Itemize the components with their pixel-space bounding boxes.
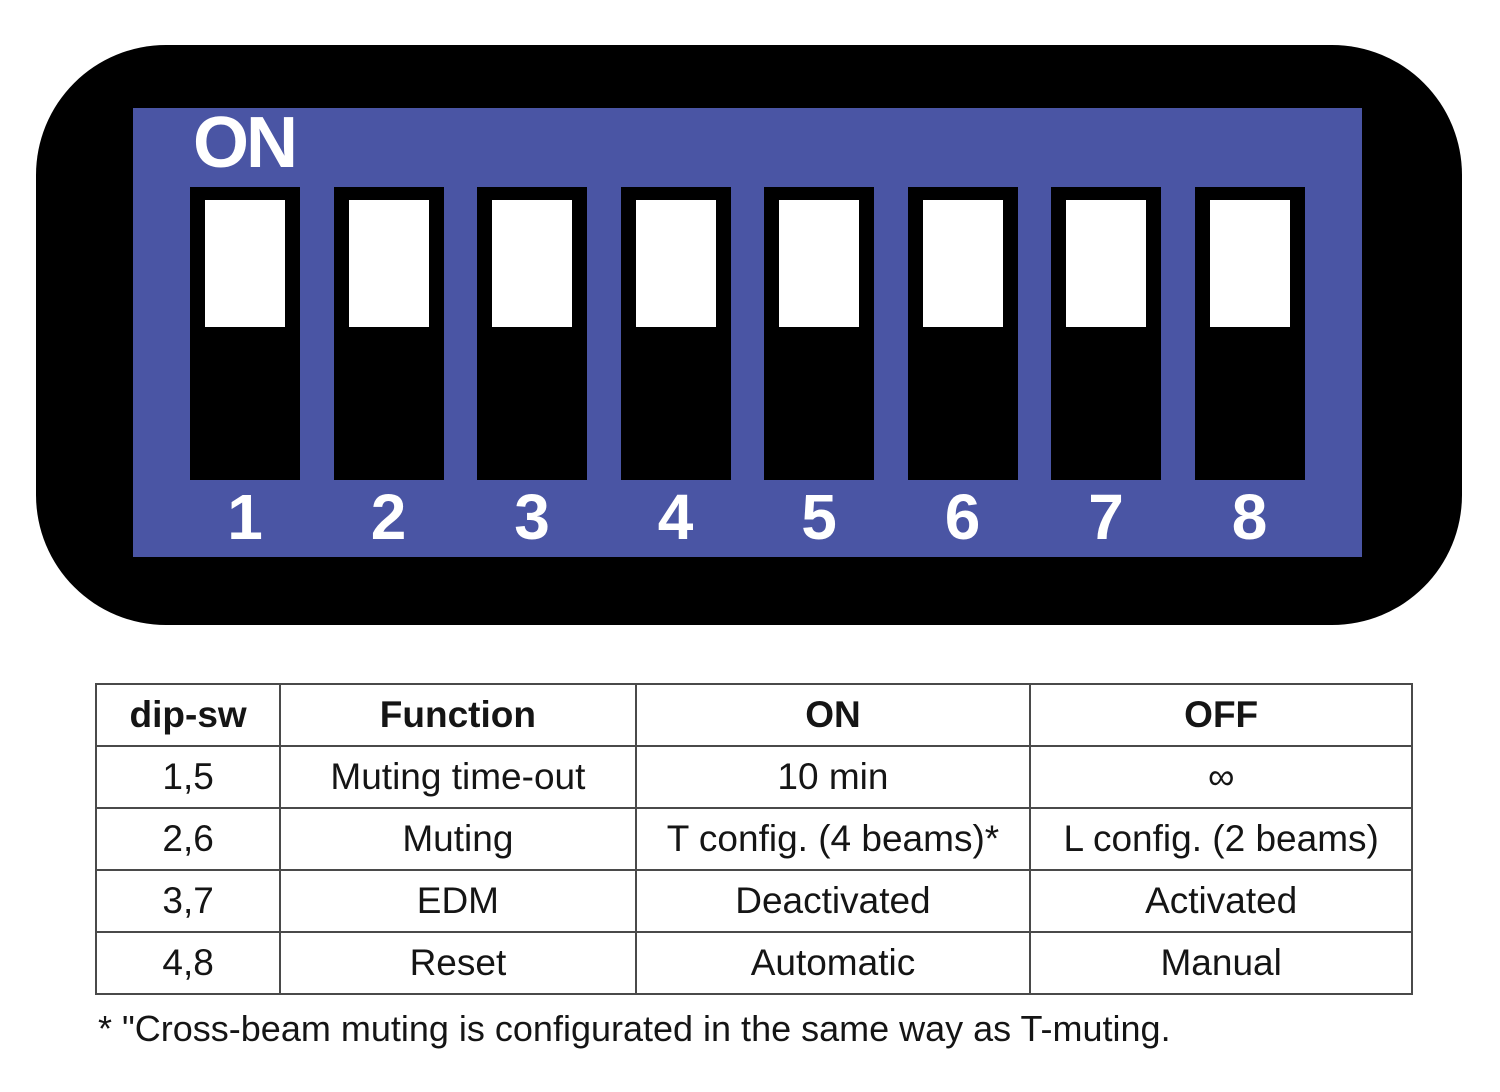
switch-toggle-up [1066,200,1146,327]
switch-slot [333,187,444,480]
switch-number-label: 8 [1231,481,1268,553]
dip-switch-8: 8 [1194,187,1305,553]
table-cell: Manual [1029,931,1413,995]
switch-toggle-up [348,200,429,327]
switch-number-label: 3 [514,481,550,553]
switch-slot [477,187,587,480]
dip-switch-2: 2 [333,187,444,553]
dip-switch-6: 6 [907,187,1018,553]
switch-toggle-up [1209,200,1290,327]
switch-number-label: 7 [1088,481,1124,553]
table-cell: 10 min [634,745,1032,809]
switch-slot [907,187,1018,480]
footnote: * "Cross-beam muting is configurated in … [98,1008,1171,1049]
table-cell: EDM [279,869,637,933]
table-cell: Automatic [634,931,1032,995]
switch-toggle-up [779,200,859,327]
table-cell: Activated [1029,869,1413,933]
table-header-cell: OFF [1029,683,1413,747]
switch-slot [1194,187,1305,480]
table-cell: Muting [279,807,637,871]
table-cell: 1,5 [94,745,282,809]
table-cell: 3,7 [94,869,282,933]
dip-switch-row: 1 2 3 4 5 6 7 8 [190,187,1305,551]
dip-switch-7: 7 [1051,187,1161,551]
table-cell: 4,8 [94,931,282,995]
switch-slot [764,187,874,480]
dip-switch-panel: ON 1 2 3 4 5 6 7 8 [36,45,1462,625]
table-header-cell: ON [634,683,1032,747]
table-cell: Reset [279,931,637,995]
switch-number-label: 5 [801,481,837,553]
switch-slot [620,187,731,480]
switch-slot [190,187,300,480]
dip-switch-3: 3 [477,187,587,551]
switch-toggle-up [635,200,716,327]
table-header-cell: dip-sw [94,683,282,747]
table-cell: T config. (4 beams)* [634,807,1032,871]
table-cell: Muting time-out [279,745,637,809]
switch-number-label: 6 [944,481,981,553]
dip-switch-face: ON 1 2 3 4 5 6 7 8 [133,103,1362,557]
table-cell: L config. (2 beams) [1029,807,1413,871]
switch-number-label: 2 [370,481,407,553]
switch-slot [1051,187,1161,480]
switch-number-label: 4 [657,481,694,553]
on-direction-label: ON [193,103,298,183]
switch-toggle-up [492,200,572,327]
table-cell: Deactivated [634,869,1032,933]
table-header-cell: Function [279,683,637,747]
switch-toggle-up [205,200,285,327]
table-cell: 2,6 [94,807,282,871]
dip-switch-4: 4 [620,187,731,553]
dip-switch-5: 5 [764,187,874,551]
table-cell: ∞ [1029,745,1413,809]
dip-switch-1: 1 [190,187,300,551]
switch-number-label: 1 [227,481,263,553]
switch-toggle-up [922,200,1003,327]
